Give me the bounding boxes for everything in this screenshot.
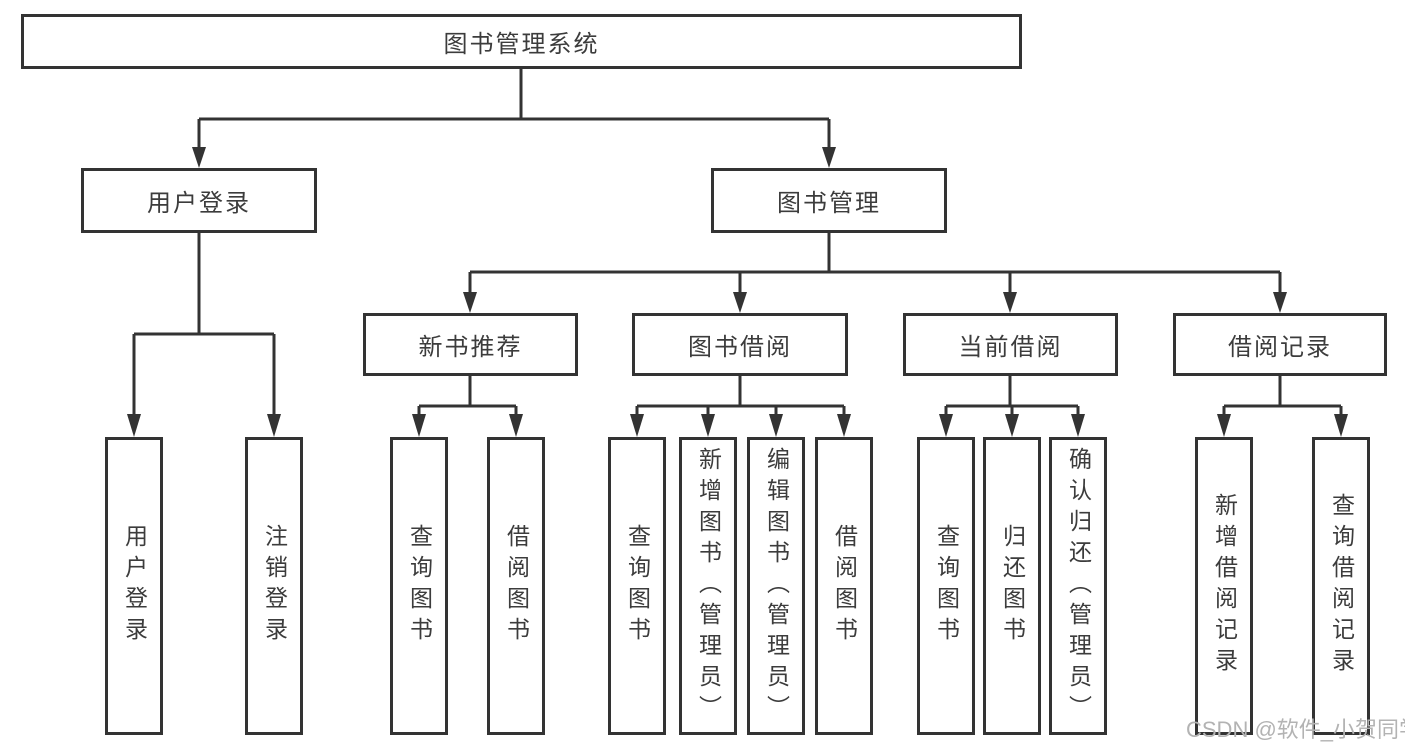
connector-lines	[132, 69, 1343, 420]
csdn-watermark: CSDN @软件_小贺同学	[1186, 717, 1405, 742]
node-new-book-recommendation: 新书推荐	[363, 313, 578, 376]
connector-arrowheads	[127, 147, 1348, 437]
leaf-query-borrow-record: 查询借阅记录	[1312, 437, 1370, 735]
leaf-borrow-books-borrow: 借阅图书	[815, 437, 873, 735]
node-book-borrowing: 图书借阅	[632, 313, 848, 376]
leaf-add-book-admin: 新增图书（管理员）	[679, 437, 737, 735]
leaf-edit-book-admin: 编辑图书（管理员）	[747, 437, 805, 735]
leaf-query-books-current: 查询图书	[917, 437, 975, 735]
node-borrowing-records: 借阅记录	[1173, 313, 1387, 376]
leaf-add-borrow-record: 新增借阅记录	[1195, 437, 1253, 735]
leaf-query-books-recommend: 查询图书	[390, 437, 448, 735]
leaf-logout: 注销登录	[245, 437, 303, 735]
node-library-management-system: 图书管理系统	[21, 14, 1022, 69]
leaf-confirm-return-admin: 确认归还（管理员）	[1049, 437, 1107, 735]
node-book-management: 图书管理	[711, 168, 947, 233]
node-current-borrowing: 当前借阅	[903, 313, 1118, 376]
leaf-borrow-books-recommend: 借阅图书	[487, 437, 545, 735]
node-user-login: 用户登录	[81, 168, 317, 233]
leaf-query-books-borrow: 查询图书	[608, 437, 666, 735]
leaf-user-login: 用户登录	[105, 437, 163, 735]
leaf-return-book: 归还图书	[983, 437, 1041, 735]
